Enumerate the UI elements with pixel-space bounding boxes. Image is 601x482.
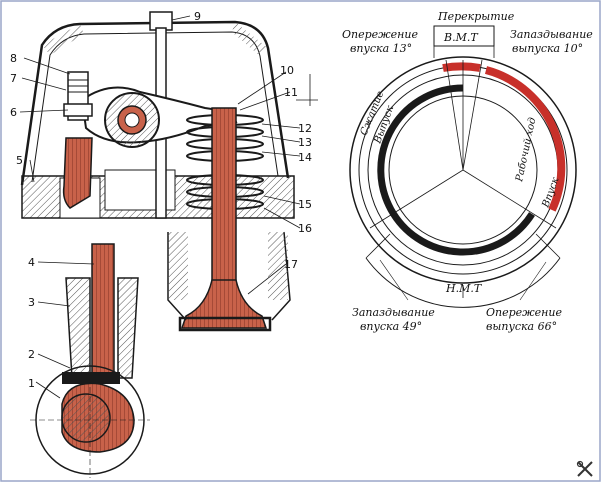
label-8: 8 — [10, 52, 17, 65]
valve-head — [180, 279, 268, 329]
overlap-band — [442, 62, 481, 72]
bdc-arc — [365, 257, 561, 308]
timing-diagram: Перекрытие В.М.Т Опережение впуска 13° З… — [342, 10, 593, 333]
label-15: 15 — [298, 198, 312, 211]
label-10: 10 — [280, 64, 294, 77]
label-14: 14 — [298, 151, 312, 164]
intake-phase-band — [484, 66, 566, 212]
exhaust-lag-label-2: выпуска 10° — [512, 42, 583, 55]
intake-lag-label-2: впуска 49° — [360, 320, 422, 333]
label-16: 16 — [298, 222, 312, 235]
valve-seat — [178, 316, 272, 332]
tools-icon — [576, 460, 593, 477]
leader-lines — [19, 15, 318, 399]
overlap-label: Перекрытие — [437, 10, 515, 23]
intake-lag-label-1: Запаздывание — [352, 306, 435, 319]
outer-ring — [349, 56, 577, 284]
radial-lines — [369, 59, 557, 229]
label-5: 5 — [16, 154, 23, 167]
label-4: 4 — [28, 256, 35, 269]
intake-advance-label-2: впуска 13° — [350, 42, 412, 55]
valve-mechanism: 1 2 3 4 5 6 7 8 9 10 11 12 13 14 15 16 1… — [10, 10, 318, 478]
phase-ring — [377, 84, 535, 256]
label-3: 3 — [28, 296, 35, 309]
label-17: 17 — [284, 258, 298, 271]
exhaust-advance-label-1: Опережение — [486, 306, 563, 319]
exhaust-lag-label-1: Запаздывание — [510, 28, 593, 41]
port-wall-hatch-left — [168, 232, 188, 300]
tdc-label: В.М.Т — [443, 31, 479, 44]
label-9: 9 — [194, 10, 201, 23]
label-1: 1 — [28, 377, 35, 390]
tappet-guide — [65, 277, 139, 379]
label-13: 13 — [298, 136, 312, 149]
label-11: 11 — [284, 86, 298, 99]
cam-journal — [61, 393, 111, 443]
exhaust-advance-label-2: выпуска 66° — [486, 320, 557, 333]
tappet — [62, 372, 120, 384]
rocker-shaft — [124, 112, 140, 128]
bdc-label: Н.М.Т — [445, 282, 483, 295]
label-2: 2 — [28, 348, 35, 361]
label-6: 6 — [10, 106, 17, 119]
label-7: 7 — [10, 72, 17, 85]
intake-advance-label-1: Опережение — [342, 28, 419, 41]
label-12: 12 — [298, 122, 312, 135]
lower-pushrod — [91, 243, 115, 375]
lock-nut — [63, 103, 93, 117]
upper-pushrod — [62, 137, 93, 209]
port-wall-hatch-right — [268, 232, 288, 300]
